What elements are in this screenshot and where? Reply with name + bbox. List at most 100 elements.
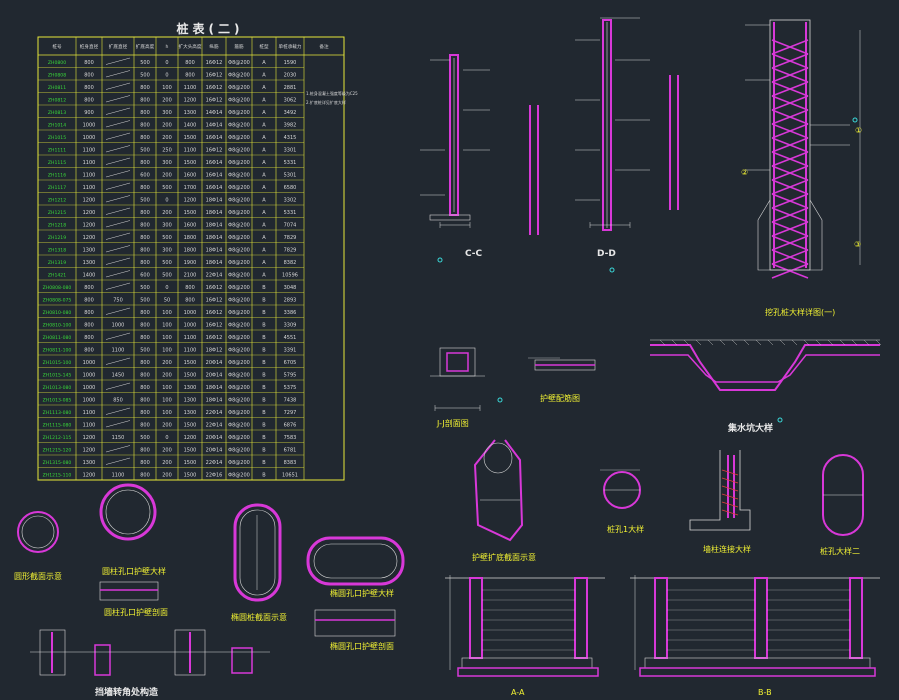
pile-spiral <box>771 95 809 111</box>
pile-spiral <box>771 179 809 195</box>
table-cell: 1500 <box>184 422 197 428</box>
table-diag-slash <box>105 457 131 465</box>
sump-hatch <box>875 339 882 346</box>
table-cell: 600 <box>140 272 150 278</box>
aa-base <box>461 657 593 669</box>
table-header-cell: 桩身直径 <box>80 43 99 50</box>
table-cell: 16Φ14 <box>206 185 223 191</box>
table-cell: 800 <box>140 160 150 166</box>
table-cell: 100 <box>162 410 172 416</box>
table-diag-slash <box>105 232 131 240</box>
table-cell: A <box>262 160 266 166</box>
table-cell: ZH0810-080 <box>43 310 72 316</box>
table-cell: 0 <box>165 197 168 203</box>
pile-spiral <box>771 249 809 265</box>
table-header-cell: 单桩承载力 <box>279 43 302 50</box>
retain-wall-3 <box>174 629 206 676</box>
table-cell: 7829 <box>284 235 297 241</box>
table-cell: Φ8@200 <box>228 335 250 341</box>
pile-spiral <box>771 53 809 69</box>
table-cell: 20Φ14 <box>206 435 223 441</box>
table-cell: 100 <box>162 310 172 316</box>
table-note: 1.桩身混凝土强度等级为C25 <box>306 90 358 96</box>
round-ring-profile <box>99 581 159 601</box>
oval-section-inner <box>239 509 276 596</box>
table-cell: 800 <box>140 372 150 378</box>
caption-circle1: ① <box>855 126 863 135</box>
table-cell: 1100 <box>83 410 96 416</box>
table-cell: 18Φ14 <box>206 247 223 253</box>
caption-wall-detail: 墙柱连接大样 <box>703 545 751 554</box>
table-cell: 7074 <box>284 222 297 228</box>
table-cell: B <box>262 285 266 291</box>
bb-pile-left2 <box>754 577 768 659</box>
table-cell: 20Φ14 <box>206 360 223 366</box>
table-cell: ZH0811 <box>48 85 66 91</box>
table-cell: 200 <box>162 447 172 453</box>
table-cell: 6781 <box>284 447 297 453</box>
table-header-cell: 桩号 <box>52 43 62 50</box>
table-cell: ZH1014 <box>48 122 66 128</box>
table-cell: Φ8@200 <box>228 360 250 366</box>
bb-base <box>644 657 871 669</box>
table-cell: 500 <box>140 72 150 78</box>
table-cell: A <box>262 172 266 178</box>
table-cell: 8382 <box>284 260 297 266</box>
wall-stirrup <box>721 493 739 500</box>
pile-spiral <box>771 39 809 55</box>
table-cell: 1300 <box>83 460 96 466</box>
table-cell: 500 <box>162 272 172 278</box>
table-diag-slash <box>105 270 131 278</box>
caption-beam-detail: 护壁配筋图 <box>540 394 580 403</box>
table-diag-slash <box>105 107 131 115</box>
table-cell: 18Φ14 <box>206 222 223 228</box>
table-cell: 800 <box>140 122 150 128</box>
table-cell: Φ8@200 <box>228 435 250 441</box>
grid-marker <box>609 267 615 273</box>
table-cell: A <box>262 97 266 103</box>
sump-hatch <box>839 339 846 346</box>
table-cell: Φ8@200 <box>228 235 250 241</box>
sump-outer <box>650 344 880 391</box>
pile-spiral <box>771 207 809 223</box>
table-cell: 1100 <box>184 335 197 341</box>
table-cell: 1200 <box>83 472 96 478</box>
table-cell: Φ8@200 <box>228 347 250 353</box>
table-cell: 20Φ14 <box>206 447 223 453</box>
pile-spiral <box>771 137 809 153</box>
table-diag-slash <box>105 257 131 265</box>
table-cell: 1100 <box>112 347 125 353</box>
pile-spiral <box>771 151 809 167</box>
table-cell: 1300 <box>83 247 96 253</box>
table-diag-slash <box>105 332 131 340</box>
sump-hatch <box>815 339 822 346</box>
table-cell: 900 <box>84 110 94 116</box>
table-cell: 16Φ12 <box>206 335 223 341</box>
pile-spiral <box>771 123 809 139</box>
caption-circle2: ② <box>741 168 749 177</box>
table-cell: 800 <box>140 85 150 91</box>
pile-bell <box>757 199 823 271</box>
caption-round-ring2: 圆柱孔口护壁剖面 <box>104 608 168 617</box>
caption-round-ring: 圆柱孔口护壁大样 <box>102 567 166 576</box>
caption-bb: B-B <box>758 688 772 697</box>
table-cell: ZH1215-110 <box>43 472 72 478</box>
table-cell: 18Φ14 <box>206 197 223 203</box>
table-cell: ZH0813 <box>48 110 66 116</box>
table-cell: 1100 <box>112 472 125 478</box>
table-cell: ZH1113-080 <box>43 410 72 416</box>
table-cell: 800 <box>140 247 150 253</box>
table-cell: 1300 <box>184 110 197 116</box>
table-cell: 1100 <box>83 147 96 153</box>
table-cell: Φ8@200 <box>228 297 250 303</box>
table-cell: 6876 <box>284 422 297 428</box>
table-cell: 1590 <box>284 60 297 66</box>
table-cell: ZH1315-080 <box>43 460 72 466</box>
retain-wall-4 <box>231 647 253 674</box>
grid-marker <box>497 397 503 403</box>
table-cell: 16Φ14 <box>206 135 223 141</box>
table-cell: 500 <box>162 185 172 191</box>
table-cell: B <box>262 435 266 441</box>
table-diag-slash <box>105 220 131 228</box>
